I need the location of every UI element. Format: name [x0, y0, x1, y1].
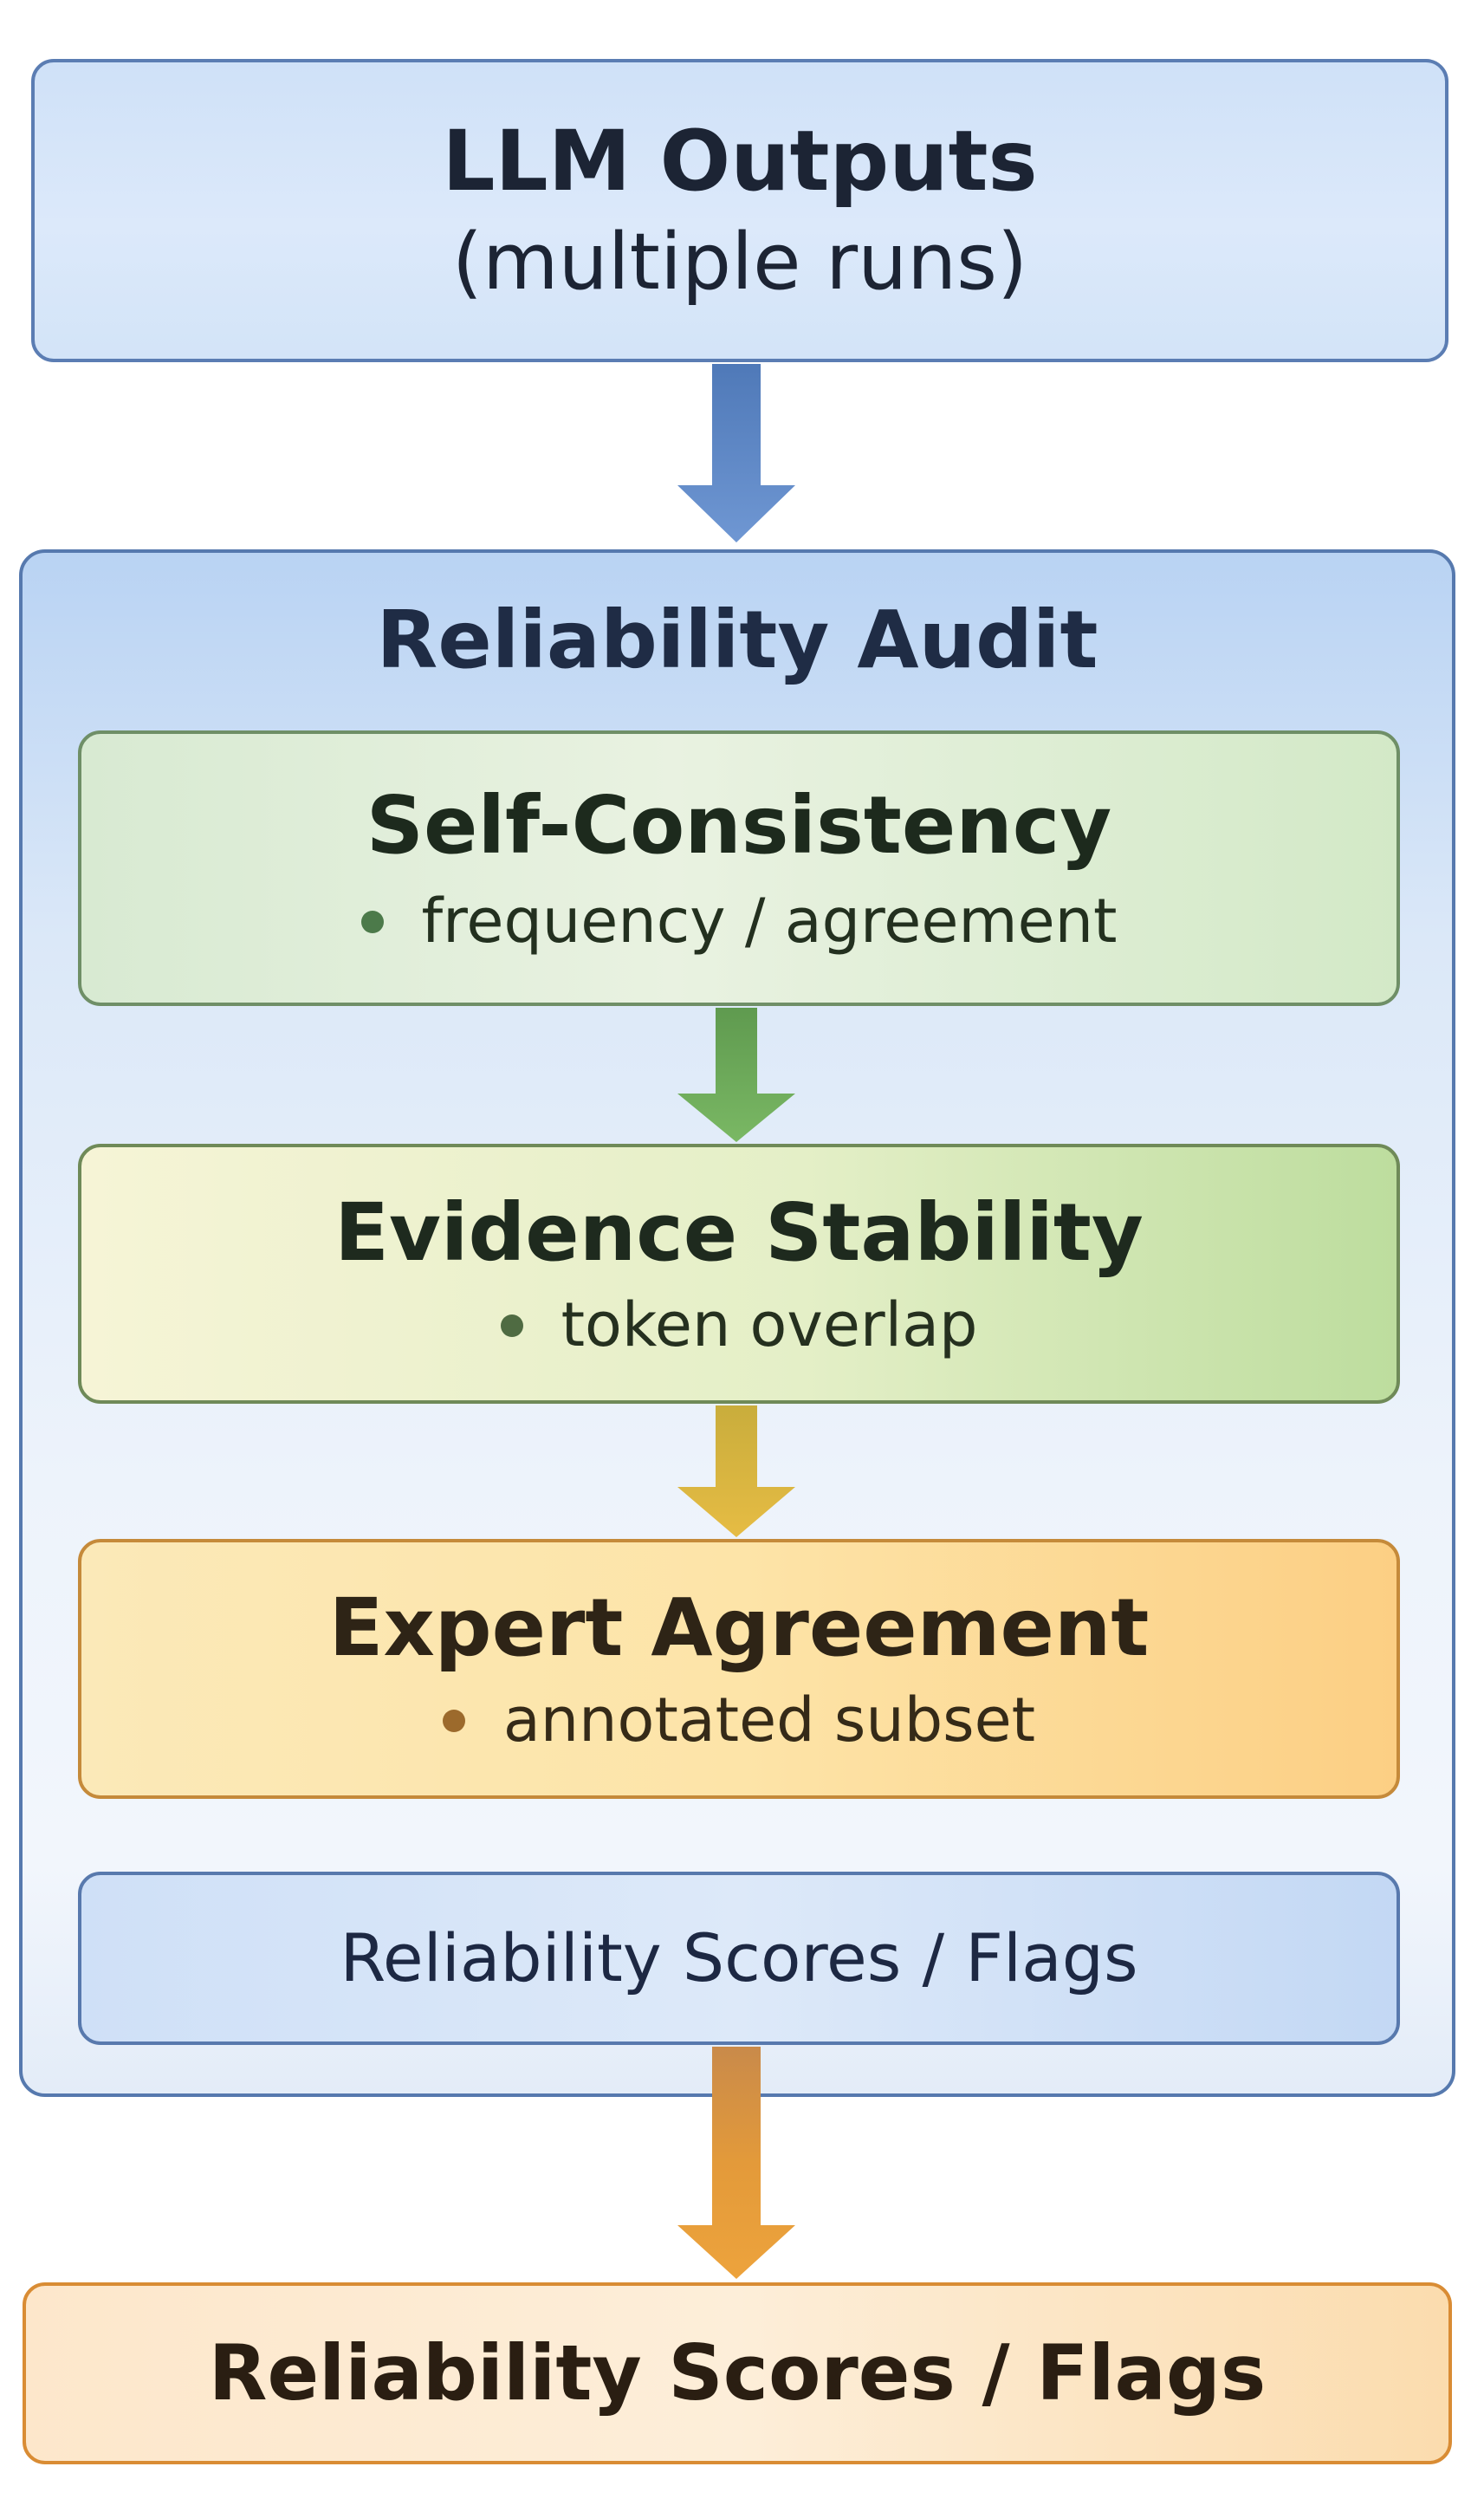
self-consistency-bullet: frequency / agreement	[360, 886, 1118, 957]
bullet-dot-icon	[442, 1709, 465, 1732]
bullet-dot-icon	[500, 1314, 523, 1337]
expert-agreement-title: Expert Agreement	[328, 1581, 1150, 1674]
evidence-stability-bullet-text: token overlap	[561, 1289, 978, 1361]
reliability-scores-inner-label: Reliability Scores / Flags	[340, 1919, 1138, 1997]
self-consistency-box: Self-Consistency frequency / agreement	[78, 730, 1400, 1006]
llm-outputs-title: LLM Outputs	[442, 112, 1038, 210]
llm-outputs-subtitle: (multiple runs)	[451, 217, 1028, 308]
llm-outputs-box: LLM Outputs (multiple runs)	[31, 59, 1448, 362]
bullet-dot-icon	[360, 910, 384, 933]
self-consistency-title: Self-Consistency	[366, 778, 1112, 872]
expert-agreement-bullet-text: annotated subset	[502, 1684, 1036, 1756]
evidence-stability-bullet: token overlap	[500, 1289, 978, 1361]
evidence-stability-box: Evidence Stability token overlap	[78, 1144, 1400, 1404]
reliability-audit-title: Reliability Audit	[376, 594, 1098, 686]
evidence-stability-title: Evidence Stability	[334, 1185, 1144, 1279]
self-consistency-bullet-text: frequency / agreement	[421, 886, 1118, 957]
arrow-down-icon	[677, 364, 795, 542]
reliability-scores-final-box: Reliability Scores / Flags	[23, 2282, 1452, 2464]
expert-agreement-box: Expert Agreement annotated subset	[78, 1539, 1400, 1799]
expert-agreement-bullet: annotated subset	[442, 1684, 1036, 1756]
reliability-scores-final-label: Reliability Scores / Flags	[208, 2327, 1267, 2418]
reliability-scores-inner-box: Reliability Scores / Flags	[78, 1872, 1400, 2045]
